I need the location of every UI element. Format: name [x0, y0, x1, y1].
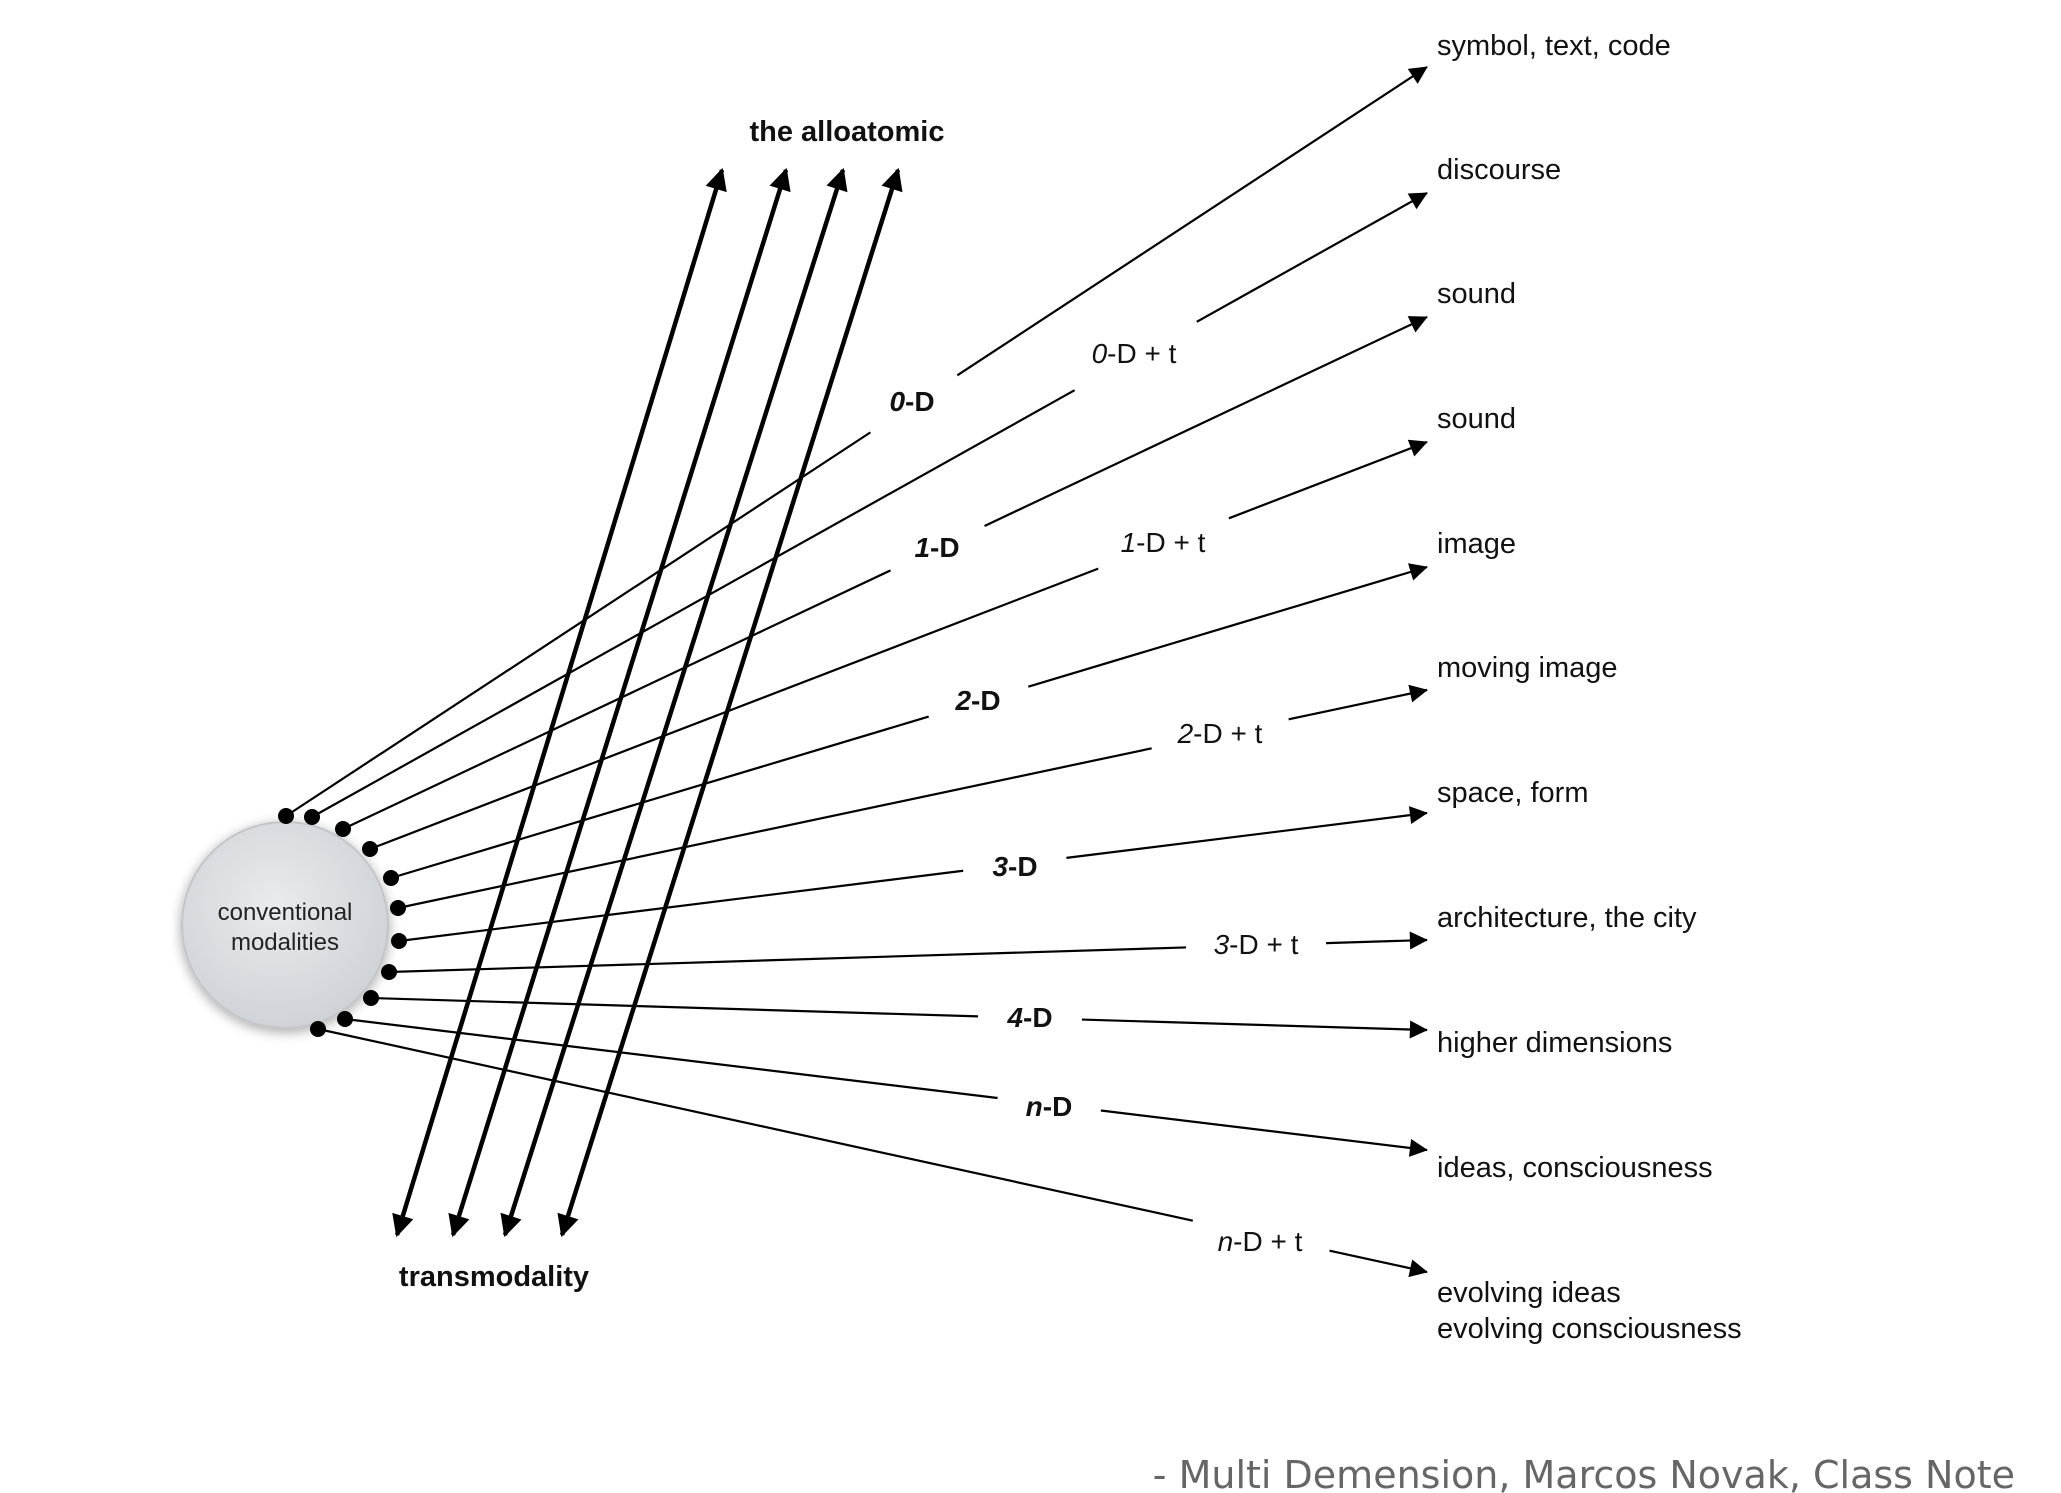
output-label: evolving ideas: [1437, 1277, 1621, 1309]
transmodality-arrow: [557, 167, 903, 1238]
ray-origin-dot: [278, 808, 294, 824]
dimension-label: 2-D + t: [1177, 718, 1263, 749]
ray-arrow-segment: [1288, 684, 1428, 721]
ray-arrow-segment: [1329, 1249, 1428, 1278]
dimension-label: 0-D + t: [1092, 338, 1177, 369]
ray-origin-dot: [337, 1011, 353, 1027]
ray-origin-dot: [362, 841, 378, 857]
ray-arrow-segment: [1325, 931, 1428, 950]
transmodality-arrows: [392, 167, 903, 1238]
ray-origin-dot: [381, 964, 397, 980]
source-caption: - Multi Demension, Marcos Novak, Class N…: [1153, 1453, 2015, 1493]
ray-line-segment: [285, 431, 871, 817]
ray-line-segment: [388, 946, 1187, 974]
ray-line-segment: [342, 569, 892, 830]
dimension-label: 4-D: [1006, 1002, 1052, 1033]
ray-line-segment: [398, 869, 964, 943]
dimension-label: n-D + t: [1218, 1226, 1303, 1257]
dimension-label: 3-D: [992, 851, 1037, 882]
dimension-label: 1-D + t: [1121, 527, 1206, 558]
dimension-label: 1-D: [914, 532, 959, 563]
dimension-rays: 0-D symbol, text, code 0-D + t discourse 1-D…: [278, 30, 1742, 1345]
ray-1: 0-D + t discourse: [304, 154, 1561, 825]
ray-arrow-segment: [956, 66, 1428, 377]
ray-arrow-segment: [984, 316, 1428, 527]
transmodality-arrow: [448, 167, 791, 1238]
ray-8: 4-D higher dimensions: [363, 990, 1672, 1059]
output-label: architecture, the city: [1437, 902, 1697, 934]
ray-arrow-segment: [1066, 806, 1428, 859]
center-label-line1: conventional: [218, 899, 353, 926]
ray-7: 3-D + t architecture, the city: [381, 902, 1697, 980]
ray-origin-dot: [335, 821, 351, 837]
dimension-label: 2-D: [954, 685, 1000, 716]
alloatomic-label: the alloatomic: [750, 116, 945, 148]
ray-arrow-segment: [1100, 1109, 1428, 1157]
ray-origin-dot: [310, 1021, 326, 1037]
output-label: symbol, text, code: [1437, 30, 1671, 62]
ray-arrow-segment: [1081, 1018, 1428, 1039]
ray-line-segment: [311, 389, 1076, 818]
dimension-label: 0-D: [889, 386, 934, 417]
ray-arrow-segment: [1228, 439, 1428, 520]
output-label: discourse: [1437, 154, 1561, 186]
dimension-label: n-D: [1026, 1091, 1073, 1122]
output-label: higher dimensions: [1437, 1027, 1672, 1059]
ray-origin-dot: [304, 809, 320, 825]
output-label: ideas, consciousness: [1437, 1152, 1713, 1184]
ray-arrow-segment: [1027, 563, 1428, 688]
ray-line-segment: [370, 996, 979, 1018]
ray-origin-dot: [390, 900, 406, 916]
ray-origin-dot: [363, 990, 379, 1006]
ray-origin-dot: [383, 870, 399, 886]
output-label: sound: [1437, 403, 1516, 435]
dimension-label: 3-D + t: [1214, 929, 1299, 960]
ray-origin-dot: [391, 933, 407, 949]
center-label-line2: modalities: [231, 929, 339, 956]
ray-arrow-segment: [1196, 192, 1428, 323]
output-label: moving image: [1437, 652, 1618, 684]
output-label: sound: [1437, 278, 1516, 310]
output-label: image: [1437, 528, 1516, 560]
output-label: space, form: [1437, 777, 1589, 809]
transmodality-label: transmodality: [399, 1261, 589, 1293]
output-label: evolving consciousness: [1437, 1313, 1742, 1345]
ray-line-segment: [397, 747, 1152, 910]
conventional-modalities-node: conventional modalities: [181, 821, 389, 1029]
ray-0: 0-D symbol, text, code: [278, 30, 1671, 824]
ray-2: 1-D sound: [335, 278, 1516, 837]
